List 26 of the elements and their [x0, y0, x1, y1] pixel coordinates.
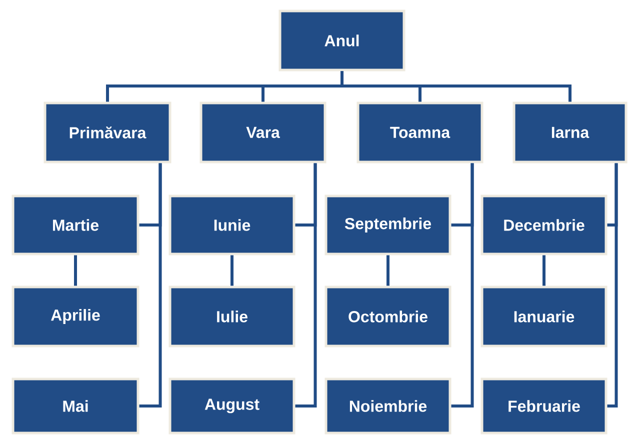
connector-line	[386, 255, 390, 286]
connector-line	[295, 163, 317, 408]
connector-line	[451, 163, 474, 408]
connector-line	[607, 163, 618, 408]
month-box: Februarie	[480, 378, 608, 434]
month-box: Octombrie	[324, 286, 452, 348]
connector-line	[542, 255, 546, 286]
connector-line	[230, 255, 234, 286]
month-box: Martie	[12, 194, 140, 256]
season-box: Vara	[200, 102, 326, 164]
connector-line	[74, 255, 77, 286]
month-box: Iunie	[168, 194, 296, 256]
month-box: Aprilie	[12, 286, 140, 348]
connector-line	[139, 163, 162, 408]
month-box: Iulie	[168, 286, 296, 348]
connector-line	[340, 71, 572, 102]
season-box: Primăvara	[44, 102, 172, 164]
month-box: August	[168, 378, 296, 434]
season-box: Toamna	[356, 102, 484, 164]
month-box: Septembrie	[324, 194, 452, 256]
root-box: Anul	[278, 10, 406, 72]
month-box: Decembrie	[480, 194, 608, 256]
season-box: Iarna	[512, 102, 628, 164]
month-box: Ianuarie	[480, 286, 608, 348]
month-box: Noiembrie	[324, 378, 452, 434]
month-box: Mai	[12, 378, 140, 434]
